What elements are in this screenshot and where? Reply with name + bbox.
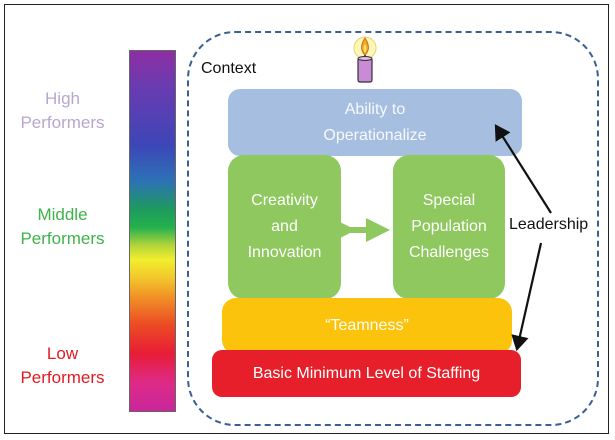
- context-boundary: [187, 31, 599, 426]
- performance-spectrum-bar: [129, 50, 176, 412]
- ability-to-operationalize-box: Ability to Operationalize: [228, 89, 522, 156]
- special-population-challenges-box: Special Population Challenges: [393, 155, 505, 299]
- basic-minimum-staffing-box: Basic Minimum Level of Staffing: [212, 350, 521, 397]
- creativity-and-innovation-box: Creativity and Innovation: [228, 155, 341, 299]
- candle-icon: [350, 36, 380, 89]
- teamness-box: “Teamness”: [222, 298, 512, 354]
- middle-performers-label: Middle Performers: [20, 205, 105, 248]
- context-label: Context: [201, 60, 257, 77]
- low-performers-label: Low Performers: [20, 344, 105, 387]
- high-performers-label: High Performers: [20, 89, 105, 132]
- leadership-label: Leadership: [507, 216, 591, 234]
